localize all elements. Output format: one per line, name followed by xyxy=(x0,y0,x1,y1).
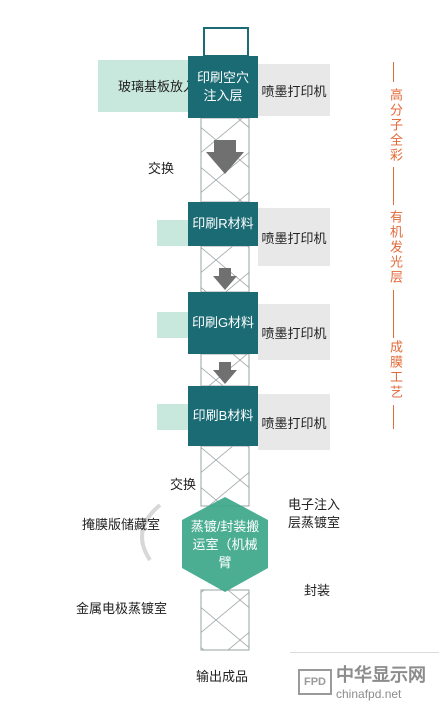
output-label: 输出成品 xyxy=(196,669,249,684)
watermark-title: 中华显示网 xyxy=(336,665,426,685)
encapsulation-room: 封装 xyxy=(304,583,331,598)
inkjet-printer-g: 喷墨打印机 xyxy=(258,304,330,360)
step-print-b: 印刷B材料 xyxy=(188,386,258,446)
glass-input-bar xyxy=(98,60,190,112)
step-print-r: 印刷R材料 xyxy=(188,202,258,246)
down-arrow-icon xyxy=(213,362,237,384)
truss-segment xyxy=(200,589,250,651)
watermark-badge: FPD xyxy=(298,669,332,695)
watermark: FPD 中华显示网 chinafpd.net xyxy=(290,652,439,714)
exchange-label-1: 交换 xyxy=(148,161,175,176)
truss-segment xyxy=(200,445,250,507)
annotation-polymer-full-color: 高分子全彩 xyxy=(388,88,403,163)
metal-electrode-room: 金属电极蒸镀室 xyxy=(76,601,168,616)
inkjet-printer-r: 喷墨打印机 xyxy=(258,208,330,266)
evaporation-hub-label: 蒸镀/封装搬运室（机械臂 xyxy=(190,519,260,570)
step-print-g: 印刷G材料 xyxy=(188,292,258,354)
annotation-film-process: 成膜工艺 xyxy=(388,340,403,400)
substrate-bar-r xyxy=(157,220,191,246)
watermark-url: chinafpd.net xyxy=(336,687,402,701)
glass-input-label: 玻璃基板放入 xyxy=(118,79,197,94)
substrate-bar-b xyxy=(157,404,191,430)
step-hole-injection: 印刷空穴注入层 xyxy=(188,56,258,118)
inkjet-printer-1: 喷墨打印机 xyxy=(258,64,330,116)
annotation-organic-emitting-layer: 有机发光层 xyxy=(388,210,403,285)
hexagon-hub xyxy=(182,497,268,592)
exchange-label-2: 交换 xyxy=(170,477,197,492)
down-arrow-icon xyxy=(206,140,244,174)
mask-storage-room: 掩膜版储藏室 xyxy=(82,517,161,532)
down-arrow-icon xyxy=(213,268,237,290)
inkjet-printer-b: 喷墨打印机 xyxy=(258,394,330,450)
electron-injection-room: 电子注入层蒸镀室 xyxy=(288,497,341,530)
substrate-bar-g xyxy=(157,312,191,338)
